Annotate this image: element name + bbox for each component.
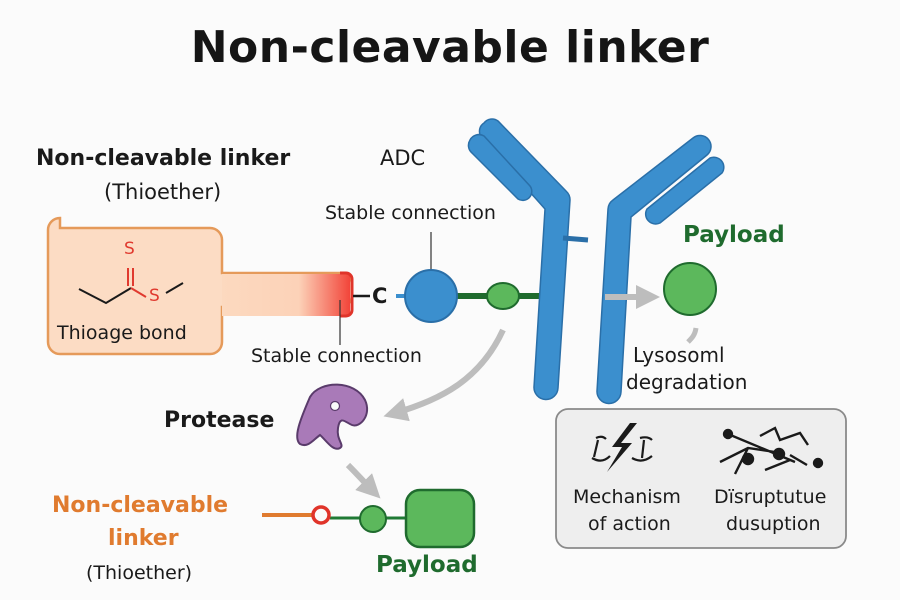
released-payload-block: [404, 488, 476, 549]
degradation-arc: [686, 327, 699, 344]
page-title: Non-cleavable linker: [190, 22, 710, 73]
released-node: [359, 505, 387, 533]
payload-circle: [663, 262, 717, 316]
left-subheading: (Thioether): [104, 180, 222, 204]
legend-item-1-line1: Mechanism: [573, 486, 681, 508]
sulfur-atom-bottom: S: [149, 286, 160, 306]
antibody: [467, 118, 725, 405]
carbon-label: C: [372, 284, 388, 308]
cleavage-site-ring: [311, 505, 331, 525]
disrupted-network-icon: [719, 426, 824, 475]
stable-connection-bottom: Stable connection: [251, 345, 422, 367]
adc-label: ADC: [380, 146, 426, 170]
sulfur-atom-top: S: [124, 239, 135, 259]
lightning-scissors-icon: [591, 423, 653, 472]
degradation-line1: Lysosoml: [633, 343, 725, 367]
bottom-linker-line1: Non-cleavable: [52, 493, 229, 518]
thioester-box: [46, 216, 354, 356]
protease-label: Protease: [164, 408, 275, 433]
arrow-to-released-payload: [345, 462, 381, 499]
molecule-skeleton: [78, 268, 184, 305]
payload-label-bottom: Payload: [376, 552, 478, 578]
thioage-caption: Thioage bond: [57, 322, 187, 344]
bottom-linker-line2: linker: [108, 526, 179, 551]
left-heading: Non-cleavable linker: [36, 146, 291, 171]
linker-node: [486, 282, 520, 310]
bottom-linker-line3: (Thioether): [86, 562, 193, 584]
stable-connection-top: Stable connection: [325, 202, 496, 224]
conjugation-site: [404, 269, 458, 323]
degradation-line2: degradation: [626, 370, 748, 394]
legend-item-1-line2: of action: [588, 513, 671, 535]
payload-label-right: Payload: [683, 222, 785, 248]
legend-item-2-line1: Dïsruptutue: [714, 486, 827, 508]
protease-shape: [296, 383, 369, 450]
legend-item-2-line2: dusuption: [726, 513, 821, 535]
arrow-to-protease: [383, 328, 506, 422]
